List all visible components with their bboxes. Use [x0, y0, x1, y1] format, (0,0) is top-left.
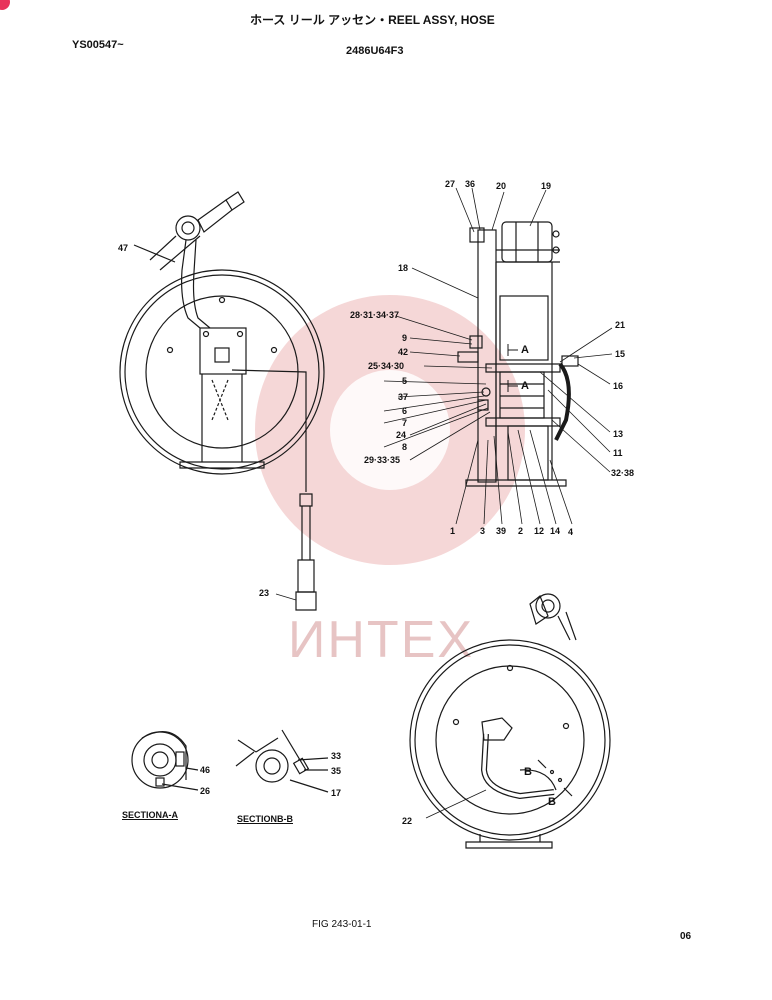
label-18: 18	[398, 263, 409, 273]
label-35: 35	[331, 766, 342, 776]
section-arrow-a-top: A	[521, 344, 529, 356]
part-code: 2486U64F3	[346, 45, 404, 57]
label-4: 4	[568, 527, 574, 537]
section-b-b-view	[235, 729, 329, 793]
label-42: 42	[398, 347, 409, 357]
bottom-reel-view	[409, 593, 611, 849]
section-arrow-a	[507, 344, 518, 392]
label-27: 27	[445, 179, 456, 189]
label-20: 20	[496, 181, 507, 191]
page-number: 06	[680, 931, 692, 942]
label-37: 37	[398, 392, 409, 402]
label-29-33-35: 29·33·35	[364, 455, 401, 465]
label-46: 46	[200, 765, 211, 775]
section-b-caption: SECTIONB-B	[237, 814, 293, 824]
label-26: 26	[200, 786, 211, 796]
page-title: ホース リール アッセン・REEL ASSY, HOSE	[250, 13, 495, 27]
label-36: 36	[465, 179, 476, 189]
label-32-38: 32·38	[611, 468, 635, 478]
label-19: 19	[541, 181, 552, 191]
label-14: 14	[550, 526, 561, 536]
watermark-text: ИНТЕХ	[288, 611, 475, 669]
figure-number: FIG 243-01-1	[312, 919, 372, 930]
section-a-caption: SECTIONA-A	[122, 810, 178, 820]
label-15: 15	[615, 349, 626, 359]
section-arrow-b-lower: B	[548, 796, 556, 808]
label-12: 12	[534, 526, 545, 536]
label-23: 23	[259, 588, 270, 598]
section-arrow-a-bottom: A	[521, 380, 529, 392]
label-5: 5	[402, 376, 408, 386]
label-21: 21	[615, 320, 626, 330]
label-47: 47	[118, 243, 129, 253]
label-28-31-34-37: 28·31·34·37	[350, 310, 400, 320]
section-arrow-b-upper: B	[524, 766, 532, 778]
label-39: 39	[496, 526, 507, 536]
watermark-gear-hole	[330, 370, 450, 490]
label-2: 2	[518, 526, 524, 536]
label-16: 16	[613, 381, 624, 391]
label-22: 22	[402, 816, 413, 826]
corner-badge	[0, 0, 10, 10]
side-view-reel	[457, 221, 579, 487]
label-6: 6	[402, 406, 408, 416]
label-13: 13	[613, 429, 624, 439]
label-7: 7	[402, 418, 408, 428]
label-17: 17	[331, 788, 342, 798]
label-1: 1	[450, 526, 456, 536]
label-11: 11	[613, 448, 623, 458]
label-24: 24	[396, 430, 407, 440]
label-33: 33	[331, 751, 342, 761]
label-8: 8	[402, 442, 408, 452]
serial-range: YS00547~	[72, 39, 124, 51]
section-a-a-view	[131, 731, 199, 791]
left-reel-view	[119, 191, 325, 611]
leader-lines	[275, 187, 613, 819]
label-9: 9	[402, 333, 408, 343]
label-3: 3	[480, 526, 486, 536]
label-25-34-30: 25·34·30	[368, 361, 405, 371]
